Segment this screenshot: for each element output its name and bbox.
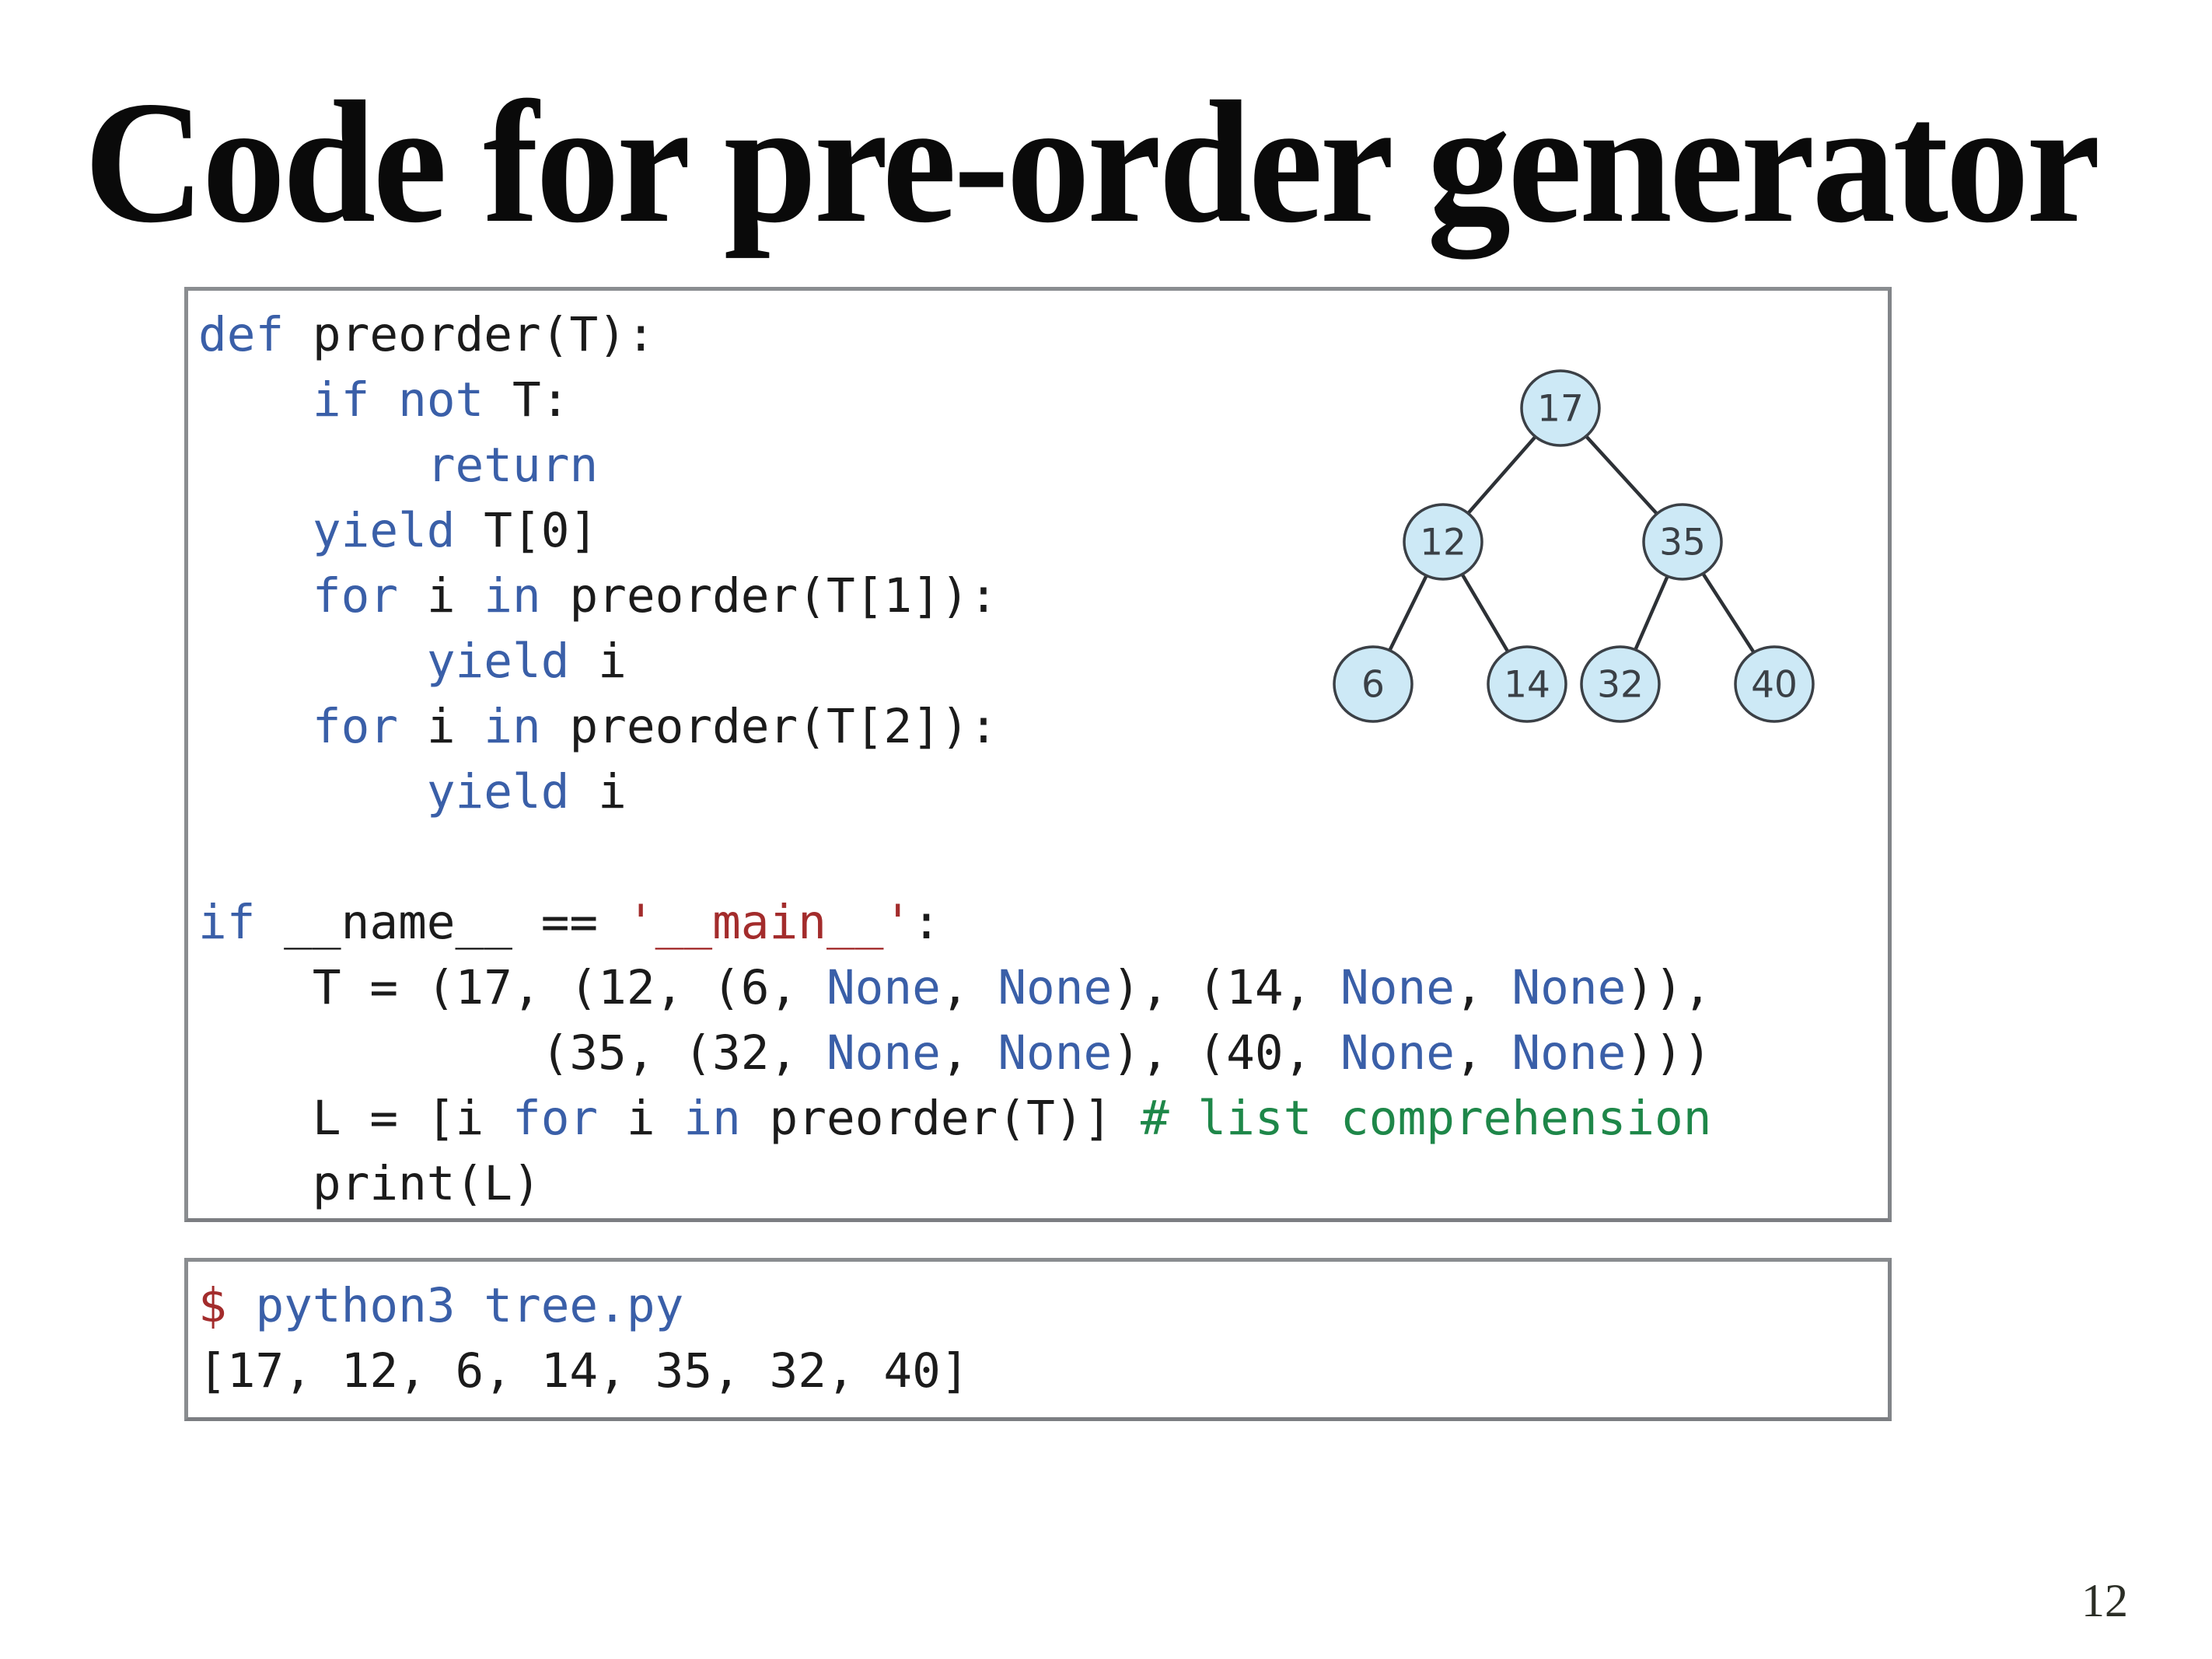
tree-node-6: 6	[1333, 645, 1414, 723]
tree-node-label: 6	[1361, 663, 1385, 706]
tree-node-label: 12	[1420, 521, 1466, 564]
code-line: L = [i for i in preorder(T)] # list comp…	[198, 1091, 1712, 1146]
tree-node-label: 32	[1597, 663, 1644, 706]
tree-node-32: 32	[1580, 645, 1661, 723]
code-line: (35, (32, None, None), (40, None, None))…	[198, 1025, 1712, 1081]
tree-node-label: 17	[1537, 387, 1584, 430]
code-line: for i in preorder(T[1]):	[312, 568, 998, 623]
tree-node-17: 17	[1520, 369, 1601, 447]
code-line: yield T[0]	[312, 503, 599, 558]
tree-node-circle	[1642, 503, 1723, 581]
tree-node-circle	[1734, 645, 1815, 723]
code-line: print(L)	[198, 1156, 541, 1211]
code-line: yield i	[426, 634, 627, 689]
tree-node-circle	[1520, 369, 1601, 447]
tree-node-label: 35	[1659, 521, 1706, 564]
tree-node-label: 14	[1504, 663, 1550, 706]
code-line: def preorder(T):	[198, 307, 655, 362]
code-line	[198, 825, 1872, 890]
tree-node-14: 14	[1487, 645, 1567, 723]
tree-node-35: 35	[1642, 503, 1723, 581]
tree-node-circle	[1580, 645, 1661, 723]
tree-node-circle	[1333, 645, 1414, 723]
terminal-line: [17, 12, 6, 14, 35, 32, 40]	[198, 1343, 970, 1399]
tree-node-40: 40	[1734, 645, 1815, 723]
binary-tree-diagram: 17 12 35 6 14 32 40	[1333, 369, 1815, 723]
code-line: for i in preorder(T[2]):	[312, 699, 998, 754]
tree-node-circle	[1487, 645, 1567, 723]
code-block: def preorder(T): if not T: return yield …	[184, 287, 1892, 1222]
tree-node-label: 40	[1751, 663, 1798, 706]
code-line: if __name__ == '__main__':	[198, 895, 941, 950]
tree-node-12: 12	[1403, 503, 1483, 581]
page-number: 12	[2081, 1575, 2128, 1626]
terminal-line: $ python3 tree.py	[198, 1278, 684, 1333]
terminal-output-block: $ python3 tree.py [17, 12, 6, 14, 35, 32,…	[184, 1258, 1892, 1421]
tree-node-circle	[1403, 503, 1483, 581]
code-line: return	[426, 438, 599, 493]
code-line: yield i	[426, 764, 627, 819]
slide-title: Code for pre-order generator	[84, 65, 2101, 259]
code-line: if not T:	[312, 372, 570, 428]
code-line: T = (17, (12, (6, None, None), (14, None…	[198, 960, 1712, 1015]
